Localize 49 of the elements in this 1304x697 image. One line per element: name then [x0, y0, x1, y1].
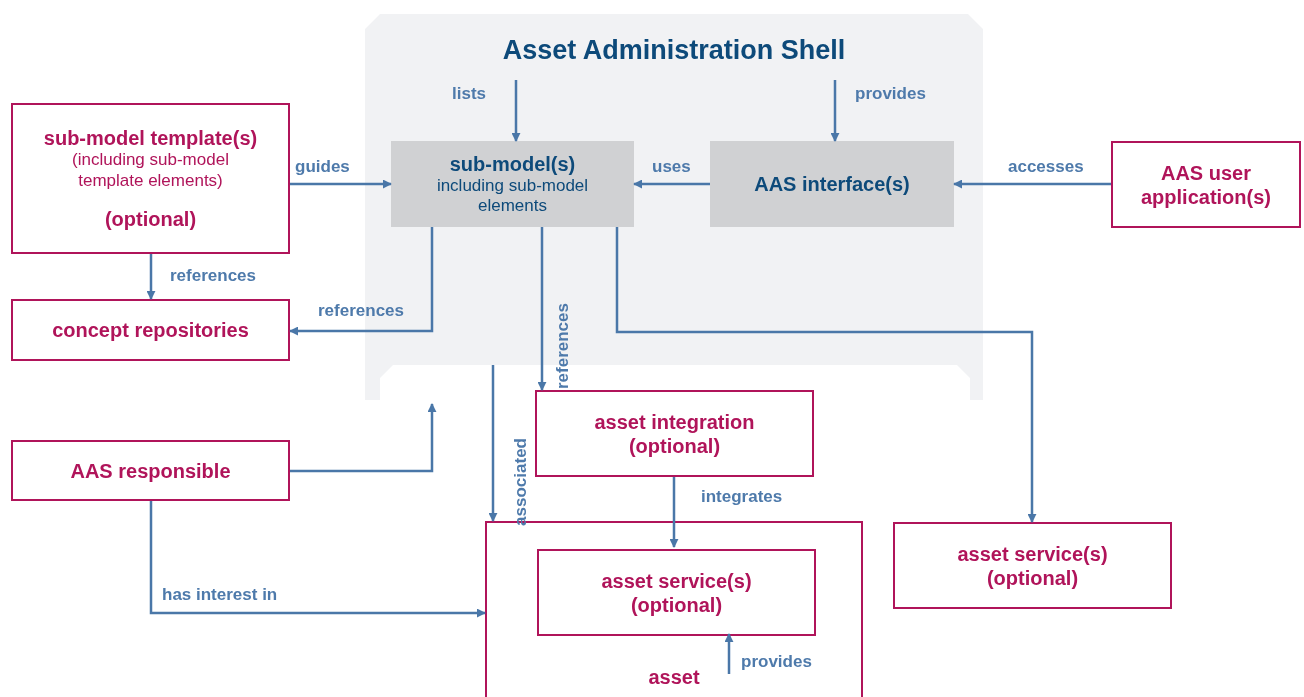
arrow [953, 179, 1111, 189]
edge-label: uses [652, 157, 691, 178]
integration-box [535, 390, 814, 477]
box-title: asset [648, 665, 700, 689]
arrow [290, 179, 392, 189]
box-text: including sub-model elements [435, 175, 590, 217]
box-text: sub-model(s) [449, 151, 576, 176]
arrow [724, 633, 734, 674]
edge-label: provides [855, 84, 926, 105]
edge-label: guides [295, 157, 350, 178]
arrow [146, 254, 156, 300]
box-title: concept repositories [52, 318, 249, 342]
edge-label: references [553, 303, 573, 389]
submodel-box [391, 141, 634, 227]
box-text: (optional) [104, 206, 197, 231]
edge-label: references [170, 266, 256, 287]
arrow [615, 227, 1037, 523]
repository-box [11, 299, 290, 361]
box-text: (including sub-model template elements) [71, 150, 230, 191]
arrow [830, 80, 840, 142]
arrow [669, 477, 679, 548]
arrow [289, 227, 434, 336]
shell-title: Asset Administration Shell [502, 34, 846, 67]
edge-label: references [318, 301, 404, 322]
box-title: AAS user application(s) [1140, 160, 1272, 209]
arrow [149, 501, 486, 618]
edge-label: accesses [1008, 157, 1084, 178]
service-box [537, 549, 816, 636]
box-title: asset service(s) (optional) [956, 541, 1109, 590]
edge-label: has interest in [162, 585, 278, 606]
template-box [11, 103, 290, 254]
responsible-box [11, 440, 290, 501]
arrow [290, 403, 437, 473]
box-title: asset integration (optional) [593, 409, 756, 458]
application-box [1111, 141, 1301, 228]
interface-box [710, 141, 954, 227]
arrow [537, 227, 547, 391]
box-title: AAS responsible [70, 458, 231, 483]
arrow [633, 179, 710, 189]
edge-label: associated [511, 438, 531, 526]
arrow [488, 365, 498, 522]
box-title: asset service(s) (optional) [600, 568, 753, 617]
edge-label: integrates [701, 487, 783, 508]
edge-label: lists [452, 84, 487, 105]
service-box [893, 522, 1172, 609]
box-title: sub-model template(s) [43, 126, 258, 151]
box-text: AAS interface(s) [754, 172, 910, 196]
arrow [511, 80, 521, 142]
edge-label: provides [741, 652, 812, 673]
